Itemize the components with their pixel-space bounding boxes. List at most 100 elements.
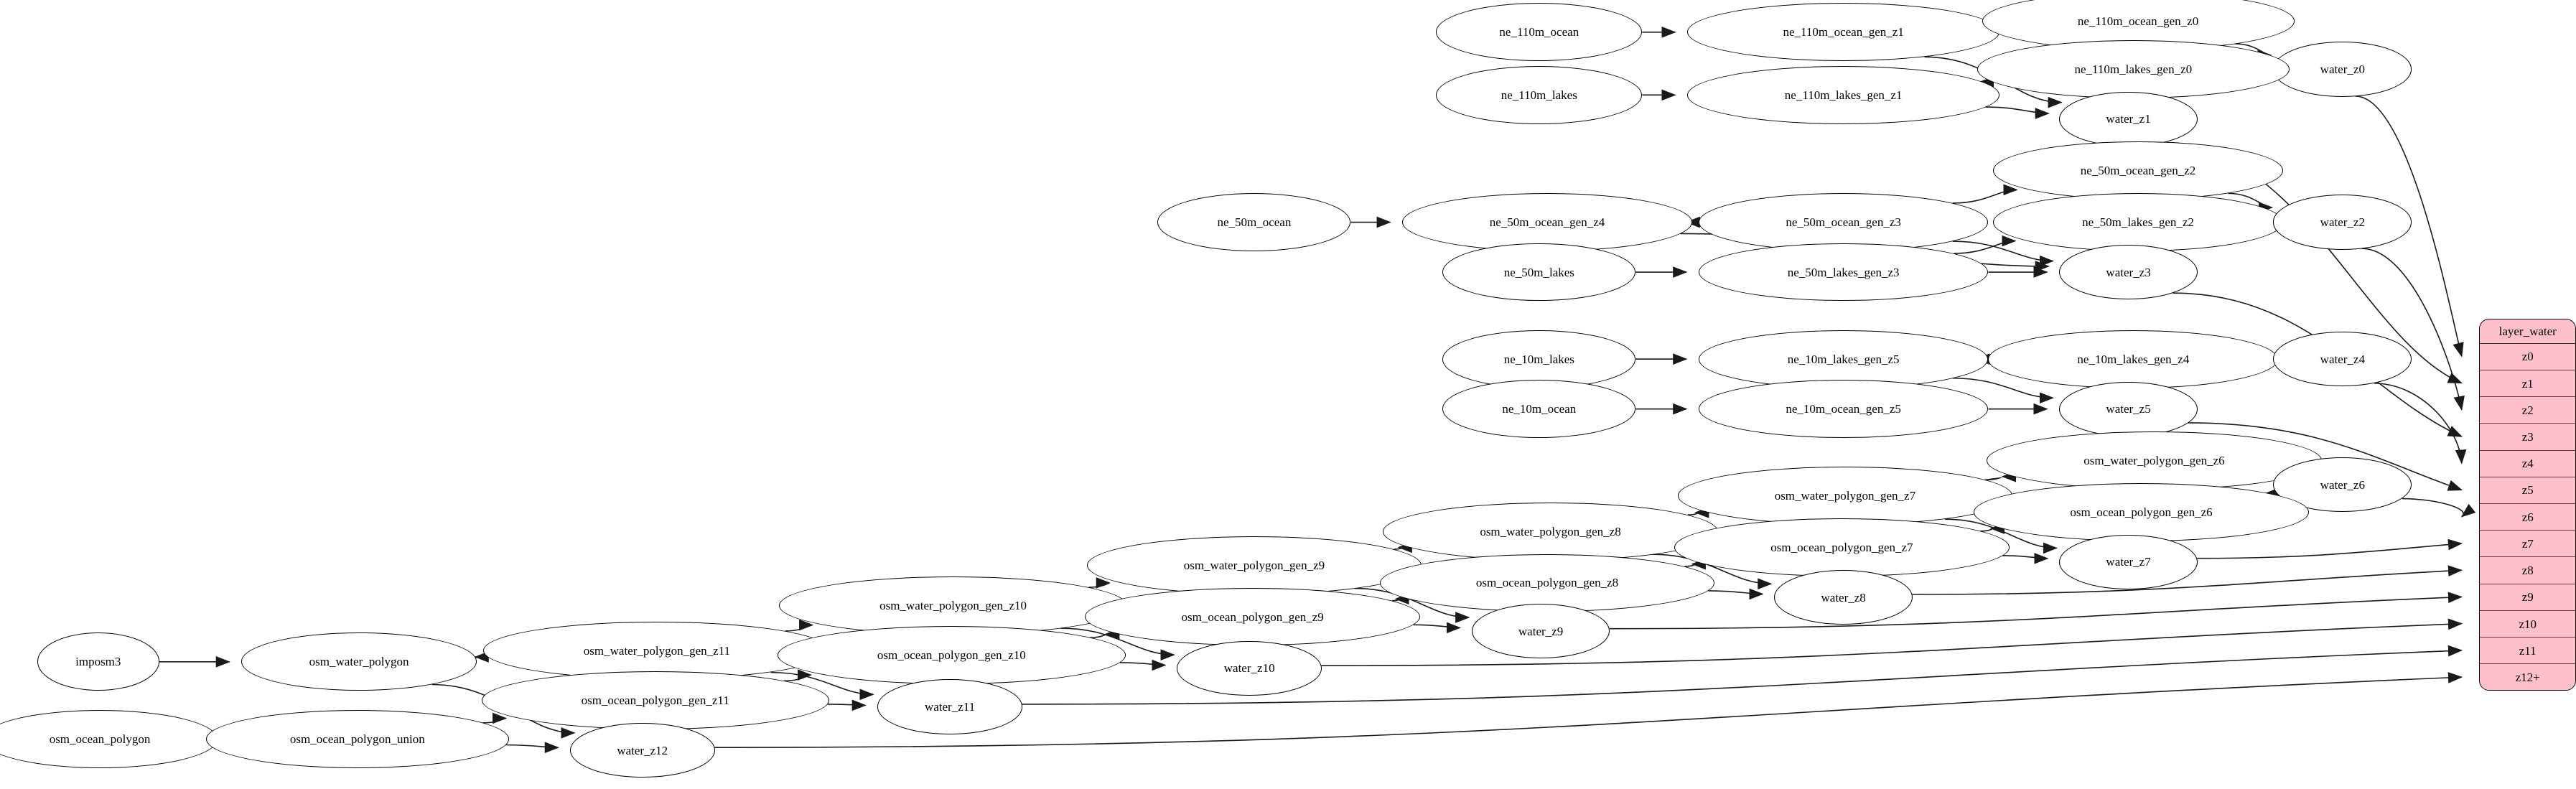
graph-edge [482, 712, 508, 722]
graph-node-ne_10m_lakes_gen_z4[interactable]: ne_10m_lakes_gen_z4 [1988, 330, 2279, 388]
graph-node-water_z11[interactable]: water_z11 [877, 679, 1022, 734]
legend-row-z1[interactable]: z1 [2480, 370, 2575, 398]
graph-node-water_z7[interactable]: water_z7 [2059, 534, 2198, 589]
graph-node-osm_water_polygon[interactable]: osm_water_polygon [241, 632, 477, 691]
legend-row-z0[interactable]: z0 [2480, 343, 2575, 370]
graph-node-ne_50m_ocean_gen_z4[interactable]: ne_50m_ocean_gen_z4 [1402, 193, 1692, 251]
graph-node-label: water_z8 [1821, 590, 1866, 604]
graph-node-ne_50m_lakes[interactable]: ne_50m_lakes [1442, 243, 1636, 302]
graph-node-osm_ocean_polygon_union[interactable]: osm_ocean_polygon_union [206, 710, 509, 768]
graph-node-osm_ocean_polygon_gen_z8[interactable]: osm_ocean_polygon_gen_z8 [1379, 554, 1715, 612]
graph-node-osm_ocean_polygon_gen_z6[interactable]: osm_ocean_polygon_gen_z6 [1974, 482, 2309, 541]
graph-node-label: ne_110m_ocean_gen_z0 [2077, 14, 2199, 28]
graph-node-label: ne_10m_lakes [1503, 352, 1574, 366]
graph-node-water_z8[interactable]: water_z8 [1774, 569, 1913, 625]
legend-row-z9[interactable]: z9 [2480, 584, 2575, 611]
graph-edge [2374, 383, 2467, 464]
graph-node-ne_110m_lakes[interactable]: ne_110m_lakes [1436, 65, 1643, 124]
graph-node-label: osm_ocean_polygon_gen_z11 [581, 694, 729, 708]
graph-node-water_z10[interactable]: water_z10 [1177, 640, 1322, 696]
graph-edge [1610, 592, 2463, 628]
graph-node-label: imposm3 [75, 655, 121, 669]
legend-row-z5[interactable]: z5 [2480, 477, 2575, 505]
graph-node-ne_50m_ocean_gen_z3[interactable]: ne_50m_ocean_gen_z3 [1698, 193, 1989, 251]
graph-node-water_z3[interactable]: water_z3 [2059, 244, 2198, 300]
graph-node-label: ne_50m_ocean_gen_z2 [2080, 164, 2196, 178]
legend-row-label: z6 [2521, 510, 2534, 524]
graph-node-osm_ocean_polygon_gen_z11[interactable]: osm_ocean_polygon_gen_z11 [481, 671, 829, 729]
graph-node-imposm3[interactable]: imposm3 [37, 632, 159, 691]
legend-row-z12+[interactable]: z12+ [2480, 664, 2575, 690]
legend-row-z3[interactable]: z3 [2480, 424, 2575, 451]
graph-node-ne_50m_lakes_gen_z3[interactable]: ne_50m_lakes_gen_z3 [1698, 243, 1989, 302]
graph-node-ne_10m_lakes_gen_z5[interactable]: ne_10m_lakes_gen_z5 [1698, 330, 1989, 388]
graph-node-label: osm_ocean_polygon_gen_z9 [1181, 610, 1324, 624]
graph-node-label: osm_water_polygon_gen_z6 [2083, 453, 2225, 467]
graph-node-ne_50m_ocean[interactable]: ne_50m_ocean [1157, 193, 1351, 251]
graph-node-ne_110m_ocean[interactable]: ne_110m_ocean [1436, 3, 1643, 62]
graph-node-ne_50m_ocean_gen_z2[interactable]: ne_50m_ocean_gen_z2 [1993, 141, 2283, 200]
legend-row-label: z8 [2521, 564, 2534, 578]
graph-node-ne_10m_lakes[interactable]: ne_10m_lakes [1442, 330, 1636, 388]
graph-node-water_z2[interactable]: water_z2 [2273, 195, 2412, 250]
legend-row-label: z7 [2521, 536, 2534, 551]
graph-node-water_z0[interactable]: water_z0 [2273, 42, 2412, 97]
graph-node-osm_water_polygon_gen_z10[interactable]: osm_water_polygon_gen_z10 [779, 576, 1127, 635]
graph-node-label: ne_50m_ocean_gen_z3 [1786, 215, 1901, 229]
graph-node-label: water_z7 [2106, 555, 2151, 569]
graph-node-ne_110m_lakes_gen_z0[interactable]: ne_110m_lakes_gen_z0 [1977, 40, 2290, 98]
graph-edge [2188, 423, 2463, 490]
graph-node-label: ne_10m_ocean [1502, 402, 1577, 416]
graph-node-label: water_z5 [2106, 402, 2151, 416]
legend-row-label: z0 [2521, 350, 2534, 364]
graph-edge [784, 669, 812, 681]
graph-node-osm_ocean_polygon[interactable]: osm_ocean_polygon [0, 710, 218, 768]
graph-node-ne_110m_ocean_gen_z1[interactable]: ne_110m_ocean_gen_z1 [1687, 3, 2000, 62]
graph-node-ne_10m_ocean_gen_z5[interactable]: ne_10m_ocean_gen_z5 [1698, 380, 1989, 439]
legend-row-label: z3 [2521, 429, 2534, 444]
graph-node-osm_water_polygon_gen_z7[interactable]: osm_water_polygon_gen_z7 [1677, 467, 2013, 526]
graph-node-ne_110m_lakes_gen_z1[interactable]: ne_110m_lakes_gen_z1 [1687, 65, 2000, 124]
graph-node-label: water_z2 [2320, 215, 2365, 229]
legend-row-z4[interactable]: z4 [2480, 450, 2575, 477]
graph-node-label: ne_10m_ocean_gen_z5 [1786, 402, 1901, 416]
graph-node-label: ne_110m_ocean_gen_z1 [1783, 25, 1904, 39]
graph-node-osm_ocean_polygon_gen_z9[interactable]: osm_ocean_polygon_gen_z9 [1085, 587, 1420, 646]
legend-row-z2[interactable]: z2 [2480, 397, 2575, 424]
legend-row-label: z9 [2521, 590, 2534, 604]
graph-node-label: osm_water_polygon_gen_z7 [1774, 489, 1916, 503]
graph-edge [1685, 558, 1706, 570]
legend-row-z10[interactable]: z10 [2480, 610, 2575, 638]
graph-node-osm_water_polygon_gen_z11[interactable]: osm_water_polygon_gen_z11 [482, 621, 831, 680]
graph-edge [2356, 96, 2464, 358]
graph-node-label: osm_ocean_polygon_gen_z6 [2070, 505, 2213, 519]
graph-node-osm_ocean_polygon_gen_z10[interactable]: osm_ocean_polygon_gen_z10 [778, 626, 1126, 685]
graph-node-label: ne_10m_lakes_gen_z5 [1787, 352, 1900, 366]
legend-row-z11[interactable]: z11 [2480, 638, 2575, 665]
legend-row-z6[interactable]: z6 [2480, 504, 2575, 531]
graph-node-water_z4[interactable]: water_z4 [2273, 332, 2412, 387]
graph-node-water_z5[interactable]: water_z5 [2059, 381, 2198, 436]
legend-row-z7[interactable]: z7 [2480, 531, 2575, 558]
graph-node-osm_water_polygon_gen_z6[interactable]: osm_water_polygon_gen_z6 [1987, 431, 2322, 490]
legend-row-z8[interactable]: z8 [2480, 557, 2575, 584]
graph-node-ne_50m_lakes_gen_z2[interactable]: ne_50m_lakes_gen_z2 [1993, 193, 2283, 251]
graph-node-label: ne_110m_ocean [1499, 25, 1579, 39]
graph-edge [2362, 248, 2465, 411]
graph-node-water_z9[interactable]: water_z9 [1471, 604, 1610, 659]
graph-node-water_z1[interactable]: water_z1 [2059, 91, 2198, 147]
graph-node-label: osm_water_polygon_gen_z11 [583, 643, 731, 658]
graph-edge [1952, 241, 2054, 267]
graph-edge [1986, 107, 2050, 119]
graph-node-osm_ocean_polygon_gen_z7[interactable]: osm_ocean_polygon_gen_z7 [1674, 518, 2010, 576]
graph-node-label: water_z1 [2106, 112, 2151, 126]
graph-node-label: osm_ocean_polygon_union [289, 732, 425, 746]
graph-node-water_z12[interactable]: water_z12 [569, 723, 715, 778]
graph-node-osm_water_polygon_gen_z8[interactable]: osm_water_polygon_gen_z8 [1383, 502, 1718, 561]
graph-node-osm_water_polygon_gen_z9[interactable]: osm_water_polygon_gen_z9 [1086, 536, 1422, 594]
graph-node-ne_10m_ocean[interactable]: ne_10m_ocean [1442, 380, 1636, 439]
graph-edge [2229, 193, 2274, 213]
graph-node-label: water_z9 [1518, 624, 1564, 638]
